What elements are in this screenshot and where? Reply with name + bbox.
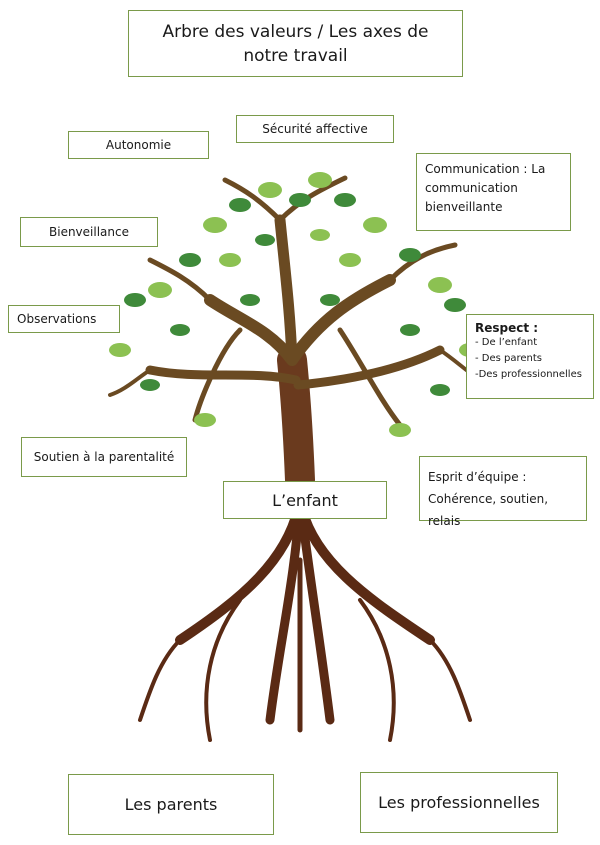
value-communication: Communication : La communication bienvei… <box>416 153 571 231</box>
tree-leaves <box>109 172 481 437</box>
root-professionnelles: Les professionnelles <box>360 772 558 833</box>
center-label: L’enfant <box>223 481 387 519</box>
value-soutien: Soutien à la parentalité <box>21 437 187 477</box>
tree-trunk <box>108 175 482 742</box>
root-parents: Les parents <box>68 774 274 835</box>
value-equipe: Esprit d’équipe : Cohérence, soutien, re… <box>419 456 587 528</box>
equipe-line2: Cohérence, soutien, relais <box>428 492 549 528</box>
respect-item-professionnelles: -Des professionnelles <box>475 369 582 380</box>
equipe-line1: Esprit d’équipe : <box>428 470 527 484</box>
value-securite: Sécurité affective <box>236 115 394 143</box>
respect-item-parents: - Des parents <box>475 353 543 364</box>
value-autonomie: Autonomie <box>68 131 209 159</box>
value-bienveillance: Bienveillance <box>20 217 158 247</box>
respect-title: Respect : <box>475 321 539 335</box>
respect-item-enfant: - De l’enfant <box>475 337 538 348</box>
page-title: Arbre des valeurs / Les axes de notre tr… <box>128 10 463 77</box>
value-observations: Observations <box>8 305 120 333</box>
value-respect: Respect : - De l’enfant - Des parents -D… <box>466 314 594 399</box>
